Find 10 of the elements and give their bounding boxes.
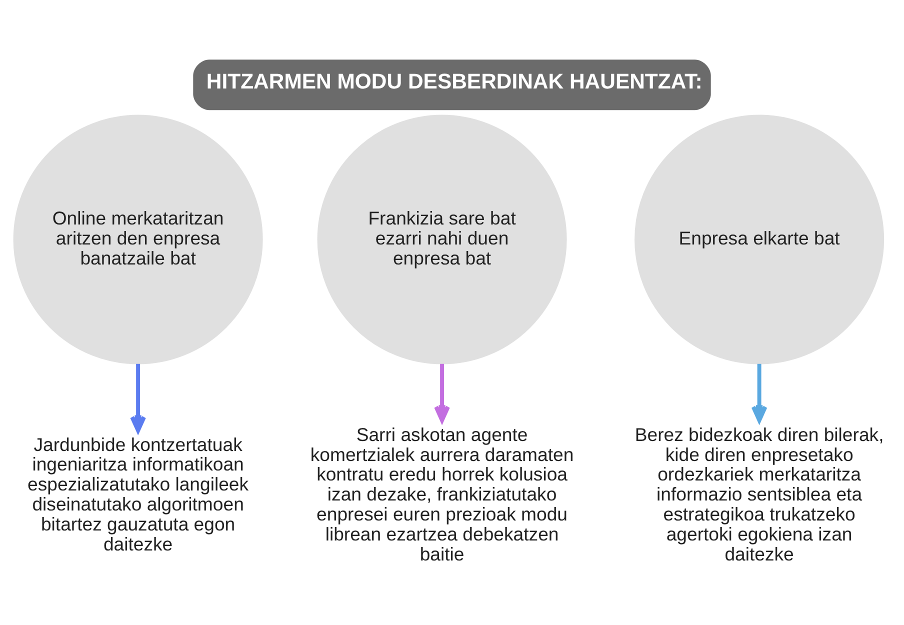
node-text: Berez bidezkoak diren bilerak, kide diren enpresetako ordezkariek merkataritza informazio sentsiblea eta estrategikoa trukatzeko agertoki egokiena izan daitezke [634,424,884,564]
arrow [751,364,768,422]
arrow [130,364,146,433]
node-text: Sarri askotan agente komertzialek aurrera daramaten kontratu eredu horrek kolusioa izan dezake, frankiziatutako enpresei euren prezioak modu librean ezartzea debekatzen baitie [310,424,574,564]
node-circle: Enpresa elkarte bat [634,114,884,364]
diagram-title: HITZARMEN MODU DESBERDINAK HAUENTZAT: [206,70,702,94]
node-circle: Frankizia sare bat ezarri nahi duen enpresa bat [317,114,567,364]
node-text: Jardunbide kontzertatuak ingeniaritza informatikoan espezializatutako langileek diseinatutako algoritmoen bitartez gauzatuta egon daitezke [28,434,249,554]
node-circle: Online merkataritzan aritzen den enpresa banatzaile bat [13,114,263,364]
arrow [434,364,450,422]
